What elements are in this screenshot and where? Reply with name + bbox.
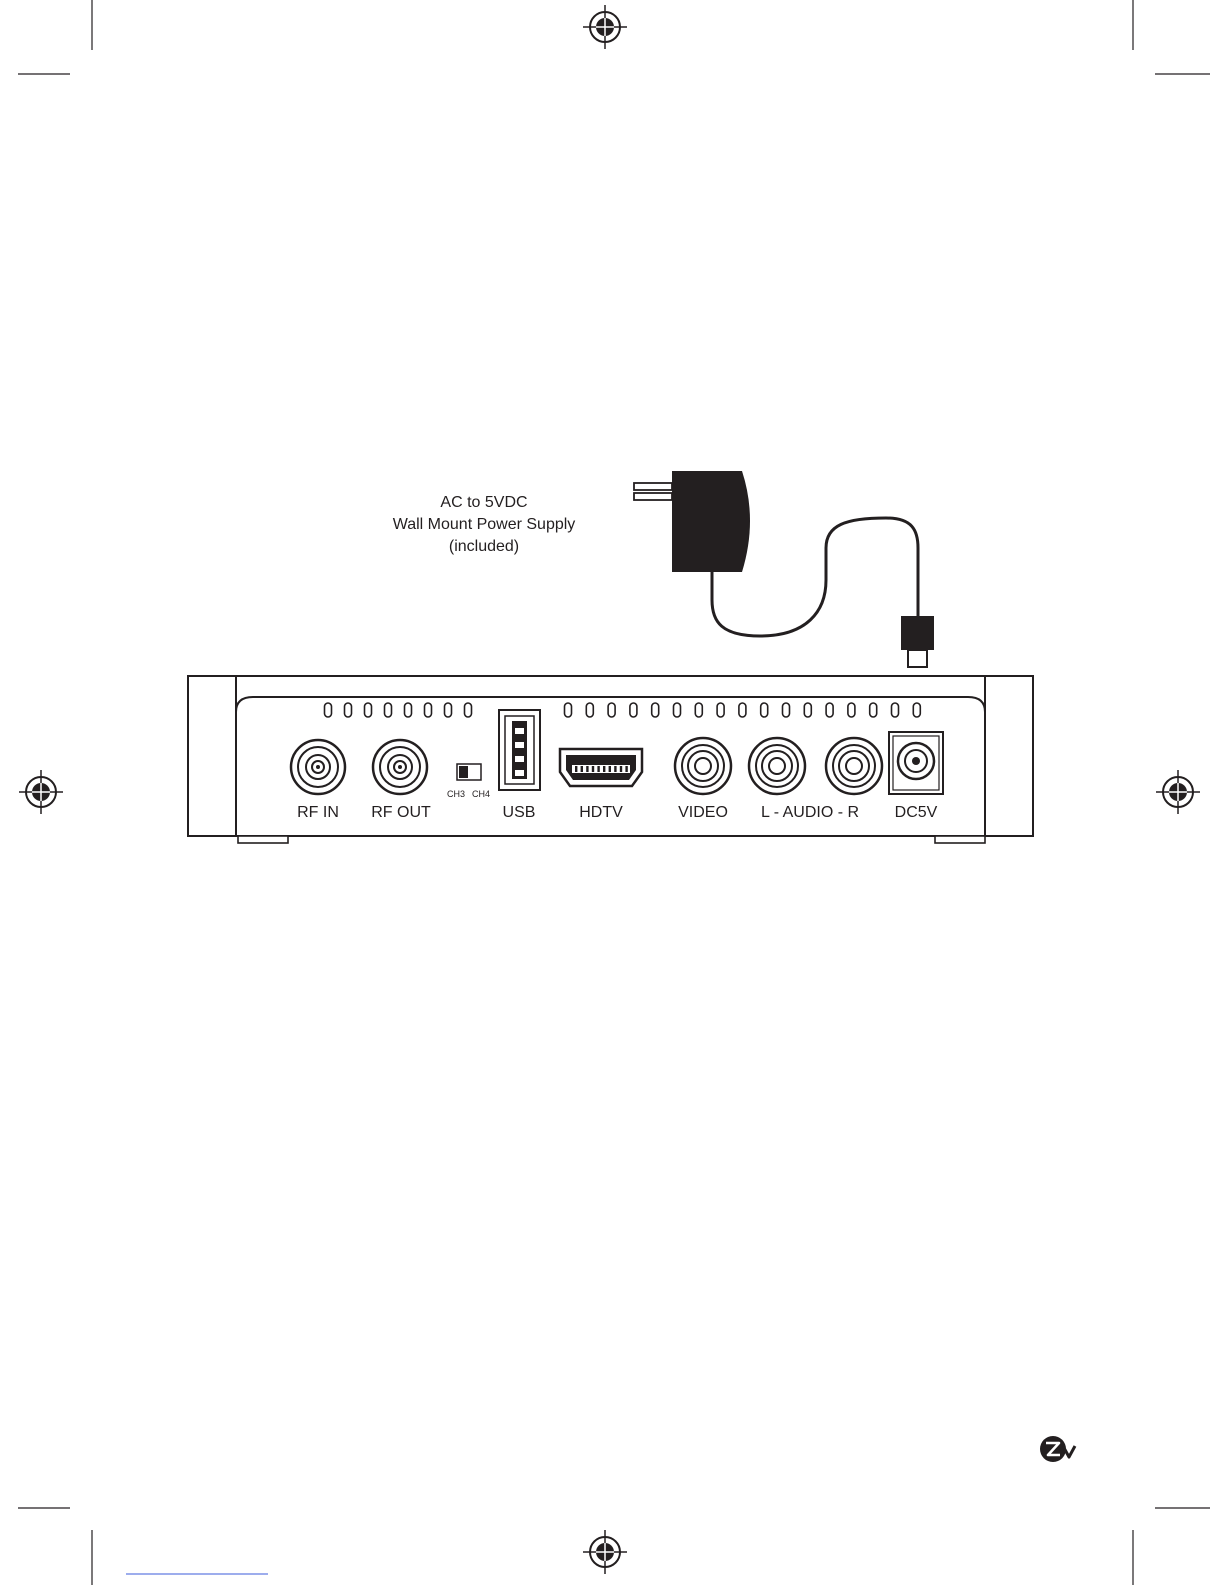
- usb-label: USB: [503, 804, 536, 821]
- hdmi-pin: [586, 766, 588, 772]
- vent-slot: [425, 703, 432, 717]
- audio-left-rca-jack-icon: [749, 738, 805, 794]
- hdmi-pin: [609, 766, 611, 772]
- vent-slot: [325, 703, 332, 717]
- vent-slot: [385, 703, 392, 717]
- video-label: VIDEO: [678, 804, 728, 821]
- vent-slot: [630, 703, 637, 717]
- hdmi-pin: [575, 766, 577, 772]
- registration-mark-right-icon: [1156, 770, 1200, 814]
- vent-slot: [783, 703, 790, 717]
- rf-out-label: RF OUT: [371, 804, 431, 821]
- registration-mark-bottom-icon: [583, 1530, 627, 1574]
- vent-slot: [565, 703, 572, 717]
- registration-mark-top-icon: [583, 5, 627, 49]
- callout-line-1: AC to 5VDC: [440, 494, 527, 511]
- vent-slot: [870, 703, 877, 717]
- vent-slot: [652, 703, 659, 717]
- hdtv-label: HDTV: [579, 804, 623, 821]
- vent-slot: [848, 703, 855, 717]
- rf-in-label: RF IN: [297, 804, 339, 821]
- vent-slot: [345, 703, 352, 717]
- hdmi-pin: [581, 766, 583, 772]
- hdmi-pin: [614, 766, 616, 772]
- vent-slot: [695, 703, 702, 717]
- vent-slot: [445, 703, 452, 717]
- vent-slot: [405, 703, 412, 717]
- rf-out-connector-icon: [373, 740, 427, 794]
- vent-slot: [365, 703, 372, 717]
- rf-in-connector-icon: [291, 740, 345, 794]
- zv-logo-icon: [1040, 1436, 1075, 1462]
- vent-slot: [761, 703, 768, 717]
- audio-label: L - AUDIO - R: [761, 804, 859, 821]
- callout-line-3: (included): [449, 538, 519, 555]
- hdmi-pin: [597, 766, 599, 772]
- vent-slot: [892, 703, 899, 717]
- vent-slot: [674, 703, 681, 717]
- power-adapter-icon: [634, 471, 750, 572]
- dc5v-label: DC5V: [895, 804, 938, 821]
- video-rca-jack-icon: [675, 738, 731, 794]
- hdmi-pin: [603, 766, 605, 772]
- hdmi-port-icon: [560, 749, 642, 786]
- callout-line-2: Wall Mount Power Supply: [393, 516, 576, 533]
- vent-slot: [739, 703, 746, 717]
- channel-switch-icon: [457, 764, 481, 780]
- vent-slot: [717, 703, 724, 717]
- vent-slot: [586, 703, 593, 717]
- usb-port-icon: [499, 710, 540, 790]
- dc5v-jack-icon: [889, 732, 943, 794]
- audio-right-rca-jack-icon: [826, 738, 882, 794]
- ch4-label: CH4: [472, 789, 490, 799]
- hdmi-pin: [620, 766, 622, 772]
- vent-slot: [465, 703, 472, 717]
- hdmi-pin: [625, 766, 627, 772]
- vent-slot: [608, 703, 615, 717]
- registration-mark-left-icon: [19, 770, 63, 814]
- vent-slot: [913, 703, 920, 717]
- ch3-label: CH3: [447, 789, 465, 799]
- vent-slot: [826, 703, 833, 717]
- vent-slot: [804, 703, 811, 717]
- dc-plug-icon: [901, 616, 934, 667]
- hdmi-pin: [592, 766, 594, 772]
